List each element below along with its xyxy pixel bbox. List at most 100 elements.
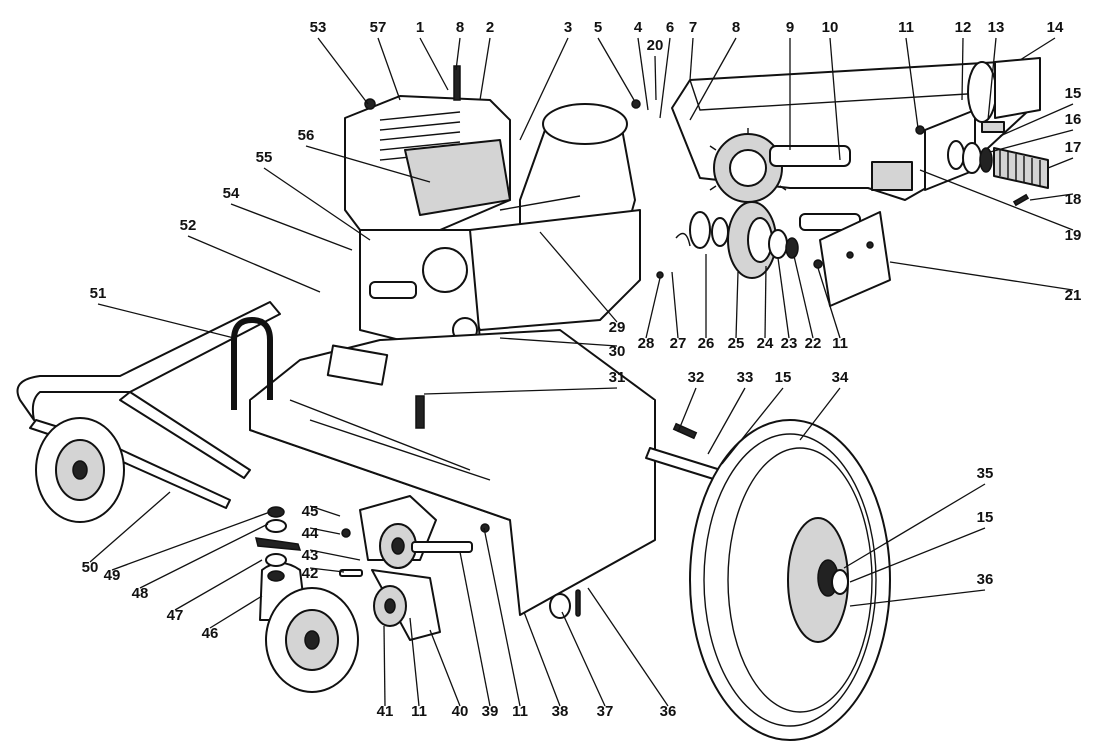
leader-line — [230, 203, 353, 251]
leader-line — [637, 37, 649, 111]
leader-line — [597, 37, 635, 101]
front-wheel-left — [35, 417, 125, 523]
part-number-callout: 18 — [1065, 191, 1082, 208]
part-number-callout: 34 — [832, 369, 849, 386]
leader-line — [707, 387, 746, 455]
leader-line — [209, 595, 263, 629]
leader-line — [777, 257, 790, 339]
leader-line — [459, 551, 491, 707]
part-number-callout: 36 — [660, 703, 677, 720]
leader-line — [423, 387, 618, 395]
part-number-callout: 16 — [1065, 111, 1082, 128]
leader-line — [829, 37, 841, 161]
part-number-callout: 37 — [597, 703, 614, 720]
part-number-callout: 35 — [977, 465, 994, 482]
leader-line — [961, 37, 964, 101]
part-number-callout: 45 — [302, 503, 319, 520]
part-number-callout: 52 — [180, 217, 197, 234]
leader-line — [735, 271, 739, 339]
mount-bracket — [819, 211, 891, 307]
leader-line — [654, 55, 657, 101]
part-number-callout: 11 — [512, 703, 528, 720]
leader-line — [659, 37, 671, 119]
part-number-callout: 36 — [977, 571, 994, 588]
part-number-callout: 51 — [90, 285, 107, 302]
part-number-callout: 15 — [1065, 85, 1082, 102]
leader-line — [539, 231, 618, 323]
part-number-callout: 46 — [202, 625, 219, 642]
part-number-callout: 22 — [805, 335, 822, 352]
part-number-callout: 50 — [82, 559, 99, 576]
leader-line — [799, 387, 841, 441]
part-number-callout: 54 — [223, 185, 240, 202]
rear-wheel — [689, 419, 891, 741]
part-number-callout: 6 — [666, 19, 674, 36]
leader-line — [383, 625, 386, 707]
part-number-callout: 17 — [1065, 139, 1082, 156]
part-number-callout: 15 — [977, 509, 994, 526]
part-number-callout: 29 — [609, 319, 626, 336]
part-number-callout: 5 — [594, 19, 602, 36]
leader-line — [519, 37, 569, 141]
leader-line — [721, 387, 784, 465]
leader-line — [843, 483, 986, 569]
part-number-callout: 8 — [456, 19, 464, 36]
leader-line — [689, 37, 737, 121]
leader-line — [499, 337, 618, 347]
leader-line — [309, 527, 341, 535]
part-number-callout: 39 — [482, 703, 499, 720]
part-number-callout: 14 — [1047, 19, 1064, 36]
leader-line — [849, 589, 986, 607]
leader-line — [671, 271, 679, 339]
part-number-callout: 57 — [370, 19, 387, 36]
leader-line — [849, 527, 986, 583]
leader-line — [587, 587, 669, 707]
part-number-callout: 26 — [698, 335, 715, 352]
frame — [249, 329, 656, 616]
leader-line — [187, 235, 321, 293]
part-number-callout: 48 — [132, 585, 149, 602]
part-number-callout: 23 — [781, 335, 798, 352]
part-number-callout: 11 — [898, 19, 914, 36]
engine-assembly — [344, 95, 641, 351]
leader-line — [919, 169, 1074, 231]
part-number-callout: 19 — [1065, 227, 1082, 244]
leader-line — [889, 261, 1074, 291]
part-number-callout: 49 — [104, 567, 121, 584]
pulley-stack — [675, 201, 799, 279]
idler-assembly — [339, 495, 473, 641]
caster-hardware-stack — [255, 506, 302, 582]
leader-line — [317, 37, 369, 105]
leader-line — [764, 265, 767, 339]
part-number-callout: 43 — [302, 547, 319, 564]
part-number-callout: 11 — [411, 703, 427, 720]
part-number-callout: 25 — [728, 335, 745, 352]
leader-line — [999, 103, 1074, 137]
leader-line — [139, 523, 269, 589]
leader-line — [523, 611, 561, 707]
part-number-callout: 33 — [737, 369, 754, 386]
leader-line — [483, 527, 521, 707]
part-number-callout: 55 — [256, 149, 273, 166]
part-number-callout: 10 — [822, 19, 839, 36]
small-fasteners — [364, 65, 925, 429]
part-number-callout: 7 — [689, 19, 697, 36]
leader-line — [989, 129, 1074, 153]
part-number-callout: 47 — [167, 607, 184, 624]
u-bolt — [231, 316, 273, 410]
part-number-callout: 30 — [609, 343, 626, 360]
part-number-callout: 40 — [452, 703, 469, 720]
leader-line — [689, 37, 694, 81]
leader-line — [377, 37, 401, 101]
leader-line — [645, 277, 661, 339]
part-number-callout: 11 — [832, 335, 848, 352]
part-number-callout: 42 — [302, 565, 319, 582]
leader-line — [174, 559, 263, 611]
leader-line — [561, 611, 606, 707]
leader-line — [309, 549, 361, 561]
part-number-callout: 56 — [298, 127, 315, 144]
part-number-callout: 28 — [638, 335, 655, 352]
